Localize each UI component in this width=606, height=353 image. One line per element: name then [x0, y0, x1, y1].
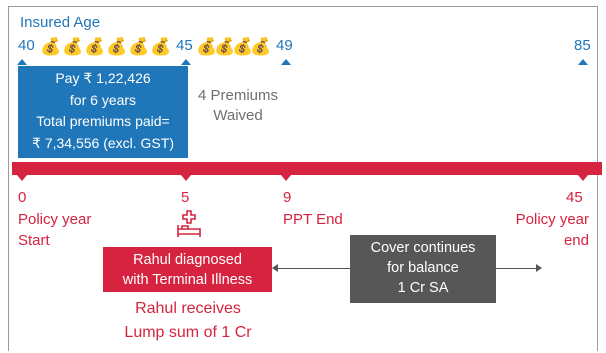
money-bag-icon: 💰 — [62, 37, 84, 56]
lump-sum-note: Rahul receives Lump sum of 1 Cr — [124, 300, 252, 341]
policy-year-end-label: Policy year end — [515, 211, 589, 249]
total-premiums-label: Total premiums paid= — [36, 113, 170, 129]
age-marker — [281, 59, 291, 65]
policy-year-9: 9 — [283, 189, 292, 206]
diagram-frame — [8, 6, 598, 351]
diagnosis-box: Rahul diagnosed with Terminal Illness — [103, 247, 272, 292]
cover-arrow-line-left — [276, 268, 350, 269]
age-marker — [181, 59, 191, 65]
age-marker — [578, 59, 588, 65]
money-bag-icon: 💰 — [250, 37, 272, 56]
money-bag-icon: 💰 — [150, 37, 172, 56]
premiums-waived-note: 4 Premiums Waived — [197, 87, 279, 124]
year-marker — [181, 175, 191, 181]
hospital-bed-icon — [176, 210, 202, 244]
arrow-right-icon — [536, 264, 542, 272]
policy-year-5: 5 — [181, 189, 190, 206]
policy-year-45: 45 — [566, 189, 583, 206]
pay-duration-text: for 6 years — [69, 91, 137, 108]
cover-arrow-line-right — [496, 268, 536, 269]
arrow-left-icon — [272, 264, 278, 272]
insured-age-title: Insured Age — [20, 14, 101, 31]
money-bag-icon: 💰 — [214, 37, 236, 56]
year-marker — [578, 175, 588, 181]
pay-amount-text: Pay ₹ 1,22,426 — [55, 70, 151, 86]
money-bag-icon: 💰 — [106, 37, 128, 56]
cover-continues-box: Cover continues for balance 1 Cr SA — [350, 235, 496, 303]
age-label-49: 49 — [276, 37, 293, 54]
total-premiums-value: ₹ 7,34,556 (excl. GST) — [32, 134, 174, 151]
policy-timeline-bar — [12, 162, 602, 175]
money-bag-icon: 💰 — [40, 37, 62, 56]
age-label-85: 85 — [574, 37, 591, 54]
policy-year-start-label: Policy year Start — [18, 211, 92, 249]
policy-year-0: 0 — [18, 189, 27, 206]
money-bag-icon: 💰 — [196, 37, 218, 56]
money-bag-icon: 💰 — [232, 37, 254, 56]
money-bag-icon: 💰 — [84, 37, 106, 56]
money-bag-icon: 💰 — [128, 37, 150, 56]
premium-payment-box: Pay ₹ 1,22,426 for 6 years Total premium… — [18, 66, 188, 158]
year-marker — [17, 175, 27, 181]
age-marker — [17, 59, 27, 65]
age-label-45: 45 — [176, 37, 193, 54]
year-marker — [281, 175, 291, 181]
age-label-40: 40 — [18, 37, 35, 54]
ppt-end-label: PPT End — [283, 211, 343, 228]
